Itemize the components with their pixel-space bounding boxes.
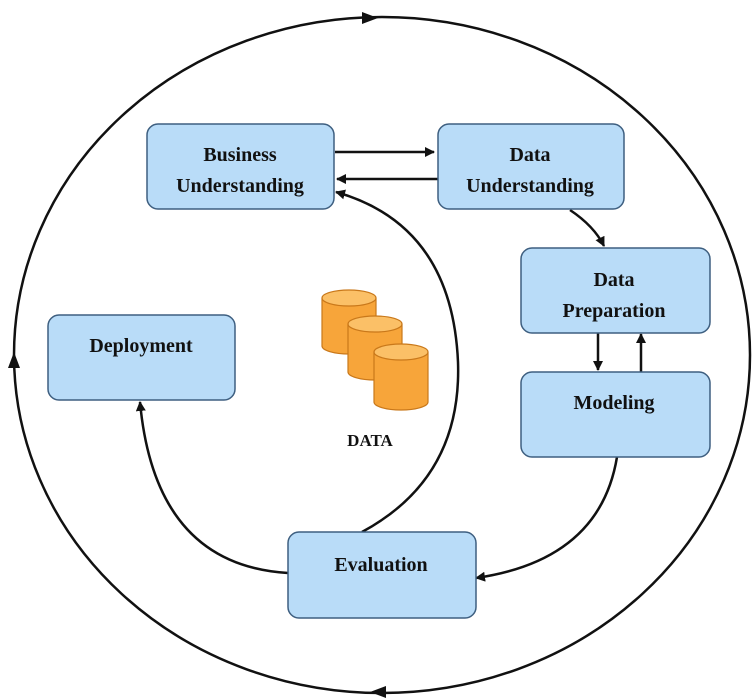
arrow-evaluation-to-deployment [135, 401, 289, 575]
evaluation-label: Evaluation [334, 554, 427, 576]
node-modeling: Modeling [520, 371, 711, 458]
node-data-preparation: Data Preparation [520, 247, 711, 334]
business-understanding-line1: Business [203, 144, 277, 166]
node-data-understanding: Data Understanding [437, 123, 625, 210]
data-understanding-line2: Understanding [466, 175, 594, 197]
database-icon [321, 289, 429, 411]
data-label: DATA [347, 431, 393, 450]
node-deployment: Deployment [47, 314, 236, 401]
outer-cycle-arrow-top [362, 12, 378, 24]
outer-cycle-arrow-left [8, 352, 20, 368]
data-preparation-line1: Data [593, 269, 634, 291]
database-cylinder-3 [373, 343, 429, 411]
business-understanding-line2: Understanding [176, 175, 304, 197]
arrow-understanding-to-preparation [569, 208, 606, 247]
node-business-understanding: Business Understanding [146, 123, 335, 210]
outer-cycle-arrow-bottom [370, 686, 386, 698]
arrow-evaluation-to-business [335, 189, 460, 534]
data-understanding-line1: Data [509, 144, 550, 166]
data-preparation-line2: Preparation [563, 300, 666, 322]
node-evaluation: Evaluation [287, 531, 477, 619]
modeling-label: Modeling [573, 392, 654, 414]
deployment-label: Deployment [89, 335, 193, 357]
arrow-modeling-to-evaluation [475, 456, 619, 582]
